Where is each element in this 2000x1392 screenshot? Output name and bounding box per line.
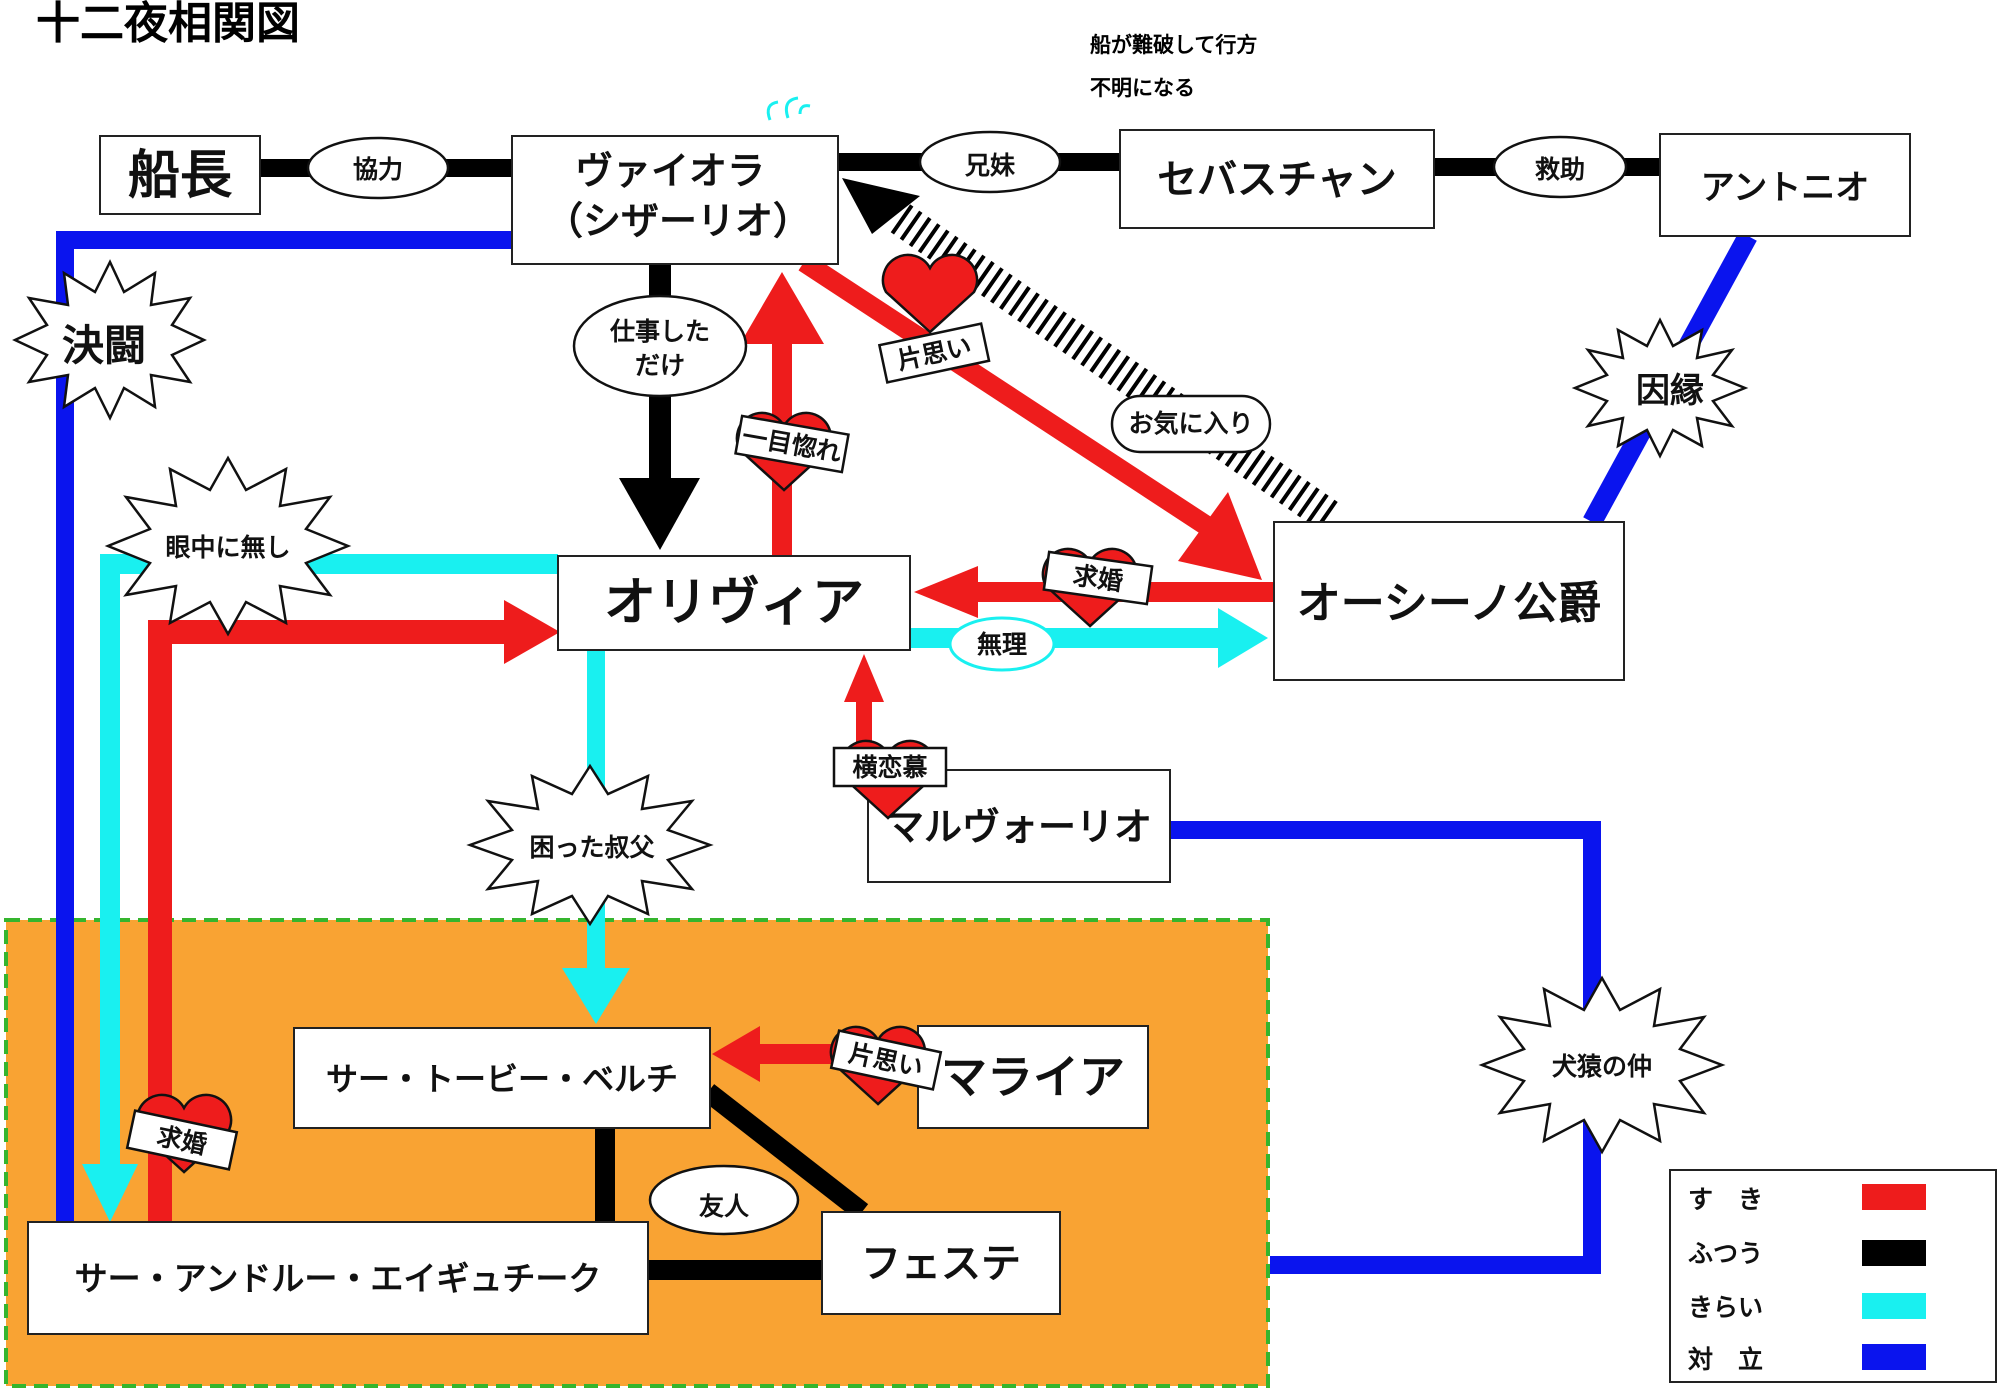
node-orsino: オーシーノ公爵 xyxy=(1273,521,1625,681)
svg-text:対 立: 対 立 xyxy=(1688,1345,1763,1374)
svg-text:眼中に無し: 眼中に無し xyxy=(165,533,290,562)
svg-text:きらい: きらい xyxy=(1688,1293,1763,1322)
favourite-arrowhead xyxy=(842,178,920,234)
label-friends: 友人 xyxy=(648,1164,800,1236)
svg-text:（シザーリオ）: （シザーリオ） xyxy=(545,199,811,243)
svg-text:決闘: 決闘 xyxy=(62,321,146,370)
svg-text:船長: 船長 xyxy=(128,146,233,206)
svg-text:犬猿の仲: 犬猿の仲 xyxy=(1552,1052,1652,1081)
label-one-sided-love-viola: 片思い xyxy=(877,253,991,384)
svg-text:友人: 友人 xyxy=(699,1192,749,1221)
label-cat-and-dog: 犬猿の仲 xyxy=(1478,975,1726,1155)
label-proposal-orsino: 求婚 xyxy=(1041,547,1154,628)
viola-orsino-crush-arrowhead xyxy=(1178,492,1262,580)
olivia-toby-dislike-arrowhead xyxy=(562,968,630,1024)
svg-text:マルヴォーリオ: マルヴォーリオ xyxy=(886,805,1152,849)
legend-item-conflict: 対 立 xyxy=(1688,1344,1926,1374)
svg-text:困った叔父: 困った叔父 xyxy=(529,833,655,862)
legend: す き ふつう きらい 対 立 xyxy=(1669,1169,1997,1383)
svg-text:ヴァイオラ: ヴァイオラ xyxy=(575,149,765,193)
svg-text:求婚: 求婚 xyxy=(1071,561,1125,597)
olivia-viola-love-arrowhead xyxy=(740,272,824,344)
svg-text:救助: 救助 xyxy=(1535,155,1585,184)
legend-item-normal: ふつう xyxy=(1688,1239,1926,1268)
svg-text:オーシーノ公爵: オーシーノ公爵 xyxy=(1297,578,1601,629)
node-malvolio: マルヴォーリオ xyxy=(867,769,1171,883)
olivia-andrew-dislike-arrowhead xyxy=(82,1164,138,1222)
label-favourite: お気に入り xyxy=(1110,394,1272,454)
label-troublesome-uncle: 困った叔父 xyxy=(466,763,714,927)
node-viola: ヴァイオラ （シザーリオ） xyxy=(511,135,839,265)
toby-feste-line xyxy=(701,1084,869,1220)
node-andrew: サー・アンドルー・エイギュチーク xyxy=(27,1221,649,1335)
label-fate: 因縁 xyxy=(1571,317,1749,459)
shipwreck-note-line-1: 船が難破して行方 xyxy=(1090,33,1257,57)
svg-text:横恋慕: 横恋慕 xyxy=(852,753,927,782)
label-unrequited-rivalry: 横恋慕 xyxy=(832,739,948,820)
svg-text:す き: す き xyxy=(1688,1185,1763,1214)
page-title: 十二夜相関図 xyxy=(36,0,300,49)
svg-text:オリヴィア: オリヴィア xyxy=(604,573,864,633)
label-love-at-first-sight: 一目惚れ xyxy=(734,411,850,492)
svg-text:サー・アンドルー・エイギュチーク: サー・アンドルー・エイギュチーク xyxy=(75,1259,602,1298)
node-maria: マライア xyxy=(917,1025,1149,1129)
svg-text:アントニオ: アントニオ xyxy=(1701,168,1870,208)
label-proposal-andrew: 求婚 xyxy=(125,1093,239,1174)
svg-text:サー・トービー・ベルチ: サー・トービー・ベルチ xyxy=(326,1060,678,1098)
legend-item-like: す き xyxy=(1688,1184,1926,1214)
viola-olivia-work-arrowhead xyxy=(619,478,700,550)
shipwreck-note-line-2: 不明になる xyxy=(1090,76,1195,100)
sweat-mark-icon xyxy=(766,96,811,121)
label-siblings: 兄妹 xyxy=(918,130,1062,194)
label-just-work: 仕事した だけ xyxy=(572,294,748,398)
olivia-orsino-refusal-arrowhead xyxy=(1218,608,1268,668)
olivia-andrew-dislike-line xyxy=(100,554,558,1170)
duel-line xyxy=(56,231,515,1222)
svg-text:セバスチャン: セバスチャン xyxy=(1157,157,1397,203)
svg-text:兄妹: 兄妹 xyxy=(964,151,1015,180)
label-ignored: 眼中に無し xyxy=(104,455,352,637)
label-cooperation: 協力 xyxy=(306,136,450,200)
node-toby: サー・トービー・ベルチ xyxy=(293,1027,711,1129)
maria-toby-crush-arrowhead xyxy=(712,1026,760,1082)
orsino-olivia-proposal-arrowhead xyxy=(914,566,978,618)
node-olivia: オリヴィア xyxy=(557,555,911,651)
svg-text:仕事した: 仕事した xyxy=(609,317,710,346)
andrew-olivia-proposal-line xyxy=(148,620,512,1222)
node-sebastian: セバスチャン xyxy=(1119,129,1435,229)
svg-text:お気に入り: お気に入り xyxy=(1128,409,1253,438)
svg-text:マライア: マライア xyxy=(941,1050,1125,1104)
viola-orsino-crush-line xyxy=(798,253,1222,541)
node-captain: 船長 xyxy=(99,135,261,215)
svg-text:フェステ: フェステ xyxy=(861,1241,1021,1287)
label-duel: 決闘 xyxy=(12,259,207,421)
label-one-sided-love-maria: 片思い xyxy=(829,1025,943,1106)
svg-text:因縁: 因縁 xyxy=(1636,371,1704,411)
andrew-olivia-proposal-arrowhead xyxy=(504,600,560,664)
svg-text:ふつう: ふつう xyxy=(1688,1239,1763,1268)
legend-item-dislike: きらい xyxy=(1688,1293,1926,1322)
malvolio-olivia-love-arrowhead xyxy=(844,654,884,702)
node-antonio: アントニオ xyxy=(1659,133,1911,237)
svg-text:協力: 協力 xyxy=(353,155,403,184)
svg-text:無理: 無理 xyxy=(977,630,1027,659)
label-impossible: 無理 xyxy=(948,616,1056,672)
label-rescue: 救助 xyxy=(1492,135,1628,199)
svg-text:だけ: だけ xyxy=(635,351,685,380)
node-feste: フェステ xyxy=(821,1211,1061,1315)
